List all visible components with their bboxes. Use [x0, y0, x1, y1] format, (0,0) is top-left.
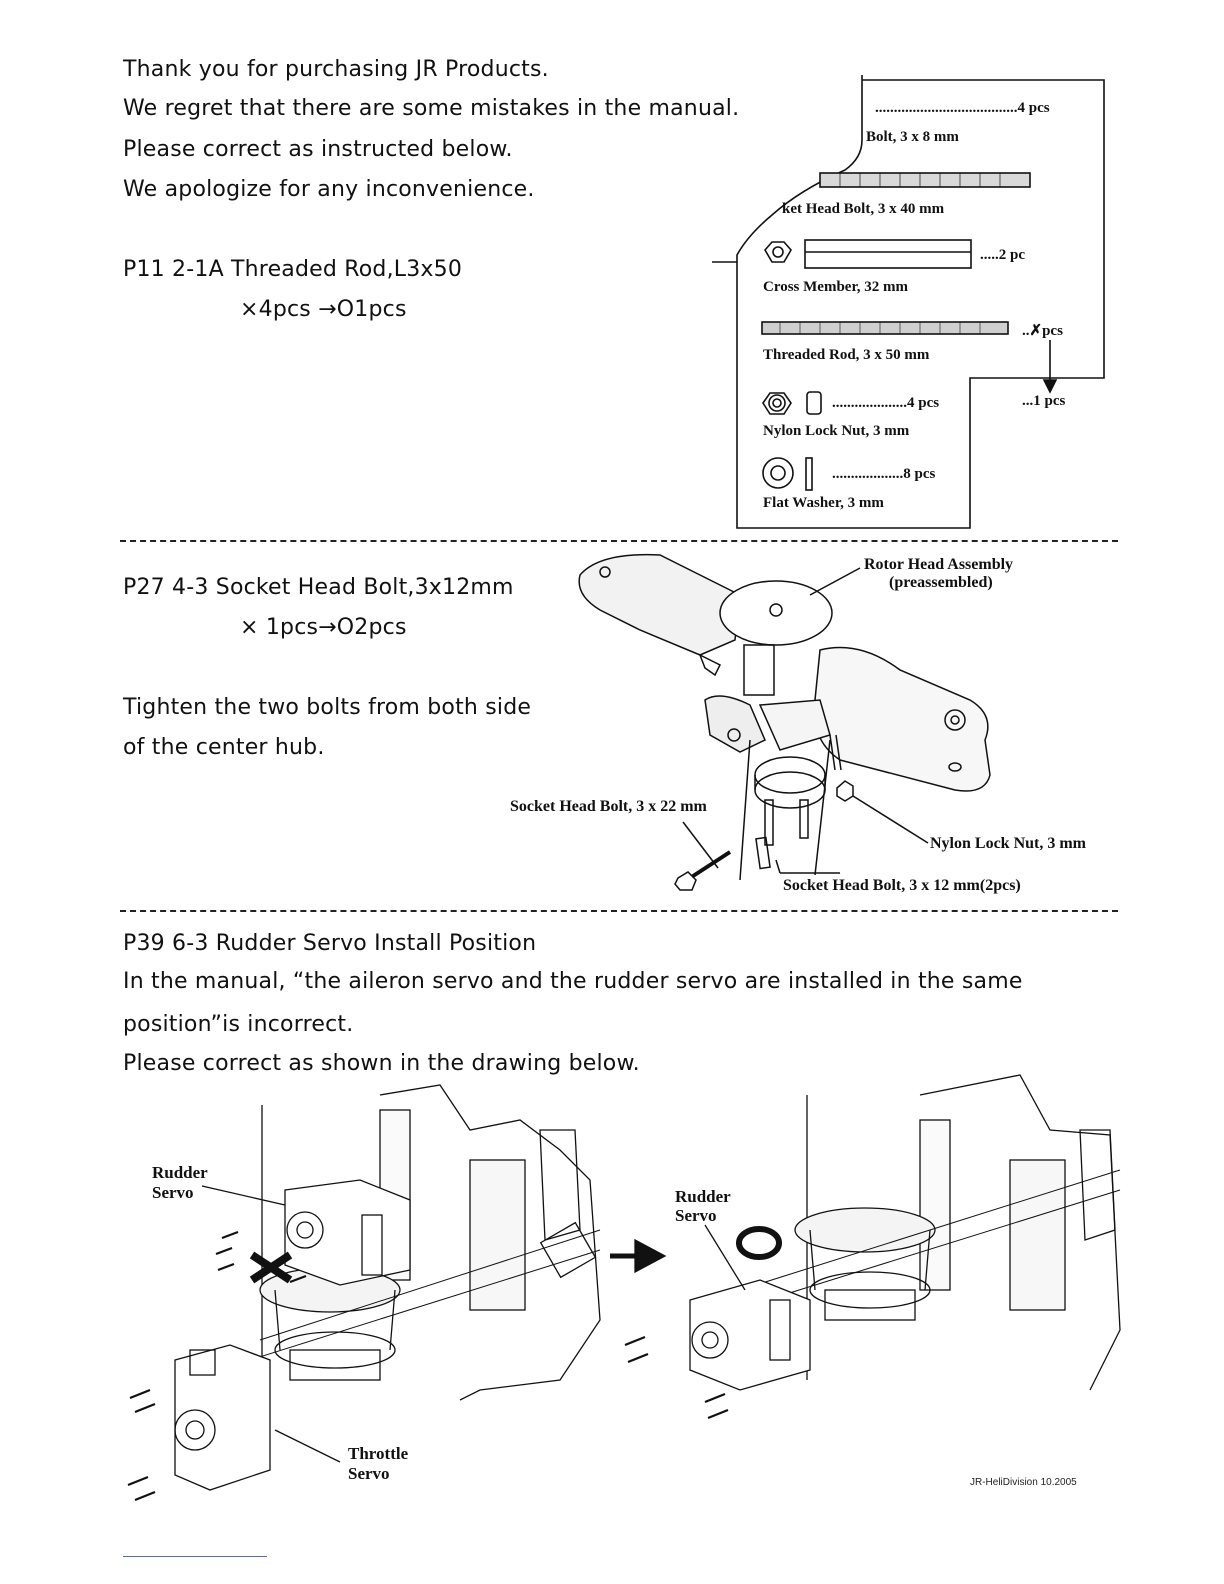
bolt-label: Bolt, 3 x 8 mm [866, 129, 959, 145]
p11-correction: ×4pcs →O1pcs [240, 297, 407, 322]
p27-note-2: of the center hub. [123, 735, 325, 760]
section-divider-1 [120, 540, 1118, 542]
intro-line-2: We regret that there are some mistakes i… [123, 96, 740, 121]
washer-label: Flat Washer, 3 mm [763, 495, 884, 511]
section-divider-2 [120, 910, 1118, 912]
throttle-servo-label-1: Throttle [348, 1444, 409, 1463]
socket-bolt-label: ket Head Bolt, 3 x 40 mm [782, 201, 945, 217]
p39-line-2: position”is incorrect. [123, 1012, 354, 1037]
p27-correction: × 1pcs→O2pcs [240, 615, 407, 640]
footer-credit: JR-HeliDivision 10.2005 [970, 1477, 1077, 1488]
p11-title: P11 2-1A Threaded Rod,L3x50 [123, 257, 463, 282]
p39-line-3: Please correct as shown in the drawing b… [123, 1051, 640, 1076]
intro-line-4: We apologize for any inconvenience. [123, 177, 535, 202]
nylon-nut-p27-label: Nylon Lock Nut, 3 mm [930, 835, 1087, 852]
rotor-head-label-1: Rotor Head Assembly [864, 556, 1014, 573]
p39-title: P39 6-3 Rudder Servo Install Position [123, 931, 537, 956]
intro-line-3: Please correct as instructed below. [123, 137, 513, 162]
p27-note-1: Tighten the two bolts from both side [123, 695, 532, 720]
nylon-nut-label: Nylon Lock Nut, 3 mm [763, 423, 910, 439]
bolt-qty: ......................................4 … [875, 100, 1050, 116]
bolt-12-label: Socket Head Bolt, 3 x 12 mm(2pcs) [783, 877, 1021, 894]
threaded-rod-new-qty: ...1 pcs [1022, 393, 1066, 409]
rudder-servo-right-label-1: Rudder [675, 1187, 731, 1206]
p27-title: P27 4-3 Socket Head Bolt,3x12mm [123, 575, 514, 600]
bolt-22-label: Socket Head Bolt, 3 x 22 mm [510, 798, 707, 815]
threaded-rod-qty: ..✗pcs [1022, 323, 1063, 339]
throttle-servo-label-2: Servo [348, 1464, 390, 1483]
nylon-nut-qty: ....................4 pcs [832, 395, 940, 411]
footer-underline [123, 1556, 267, 1557]
cross-member-qty: .....2 pc [980, 247, 1025, 263]
cross-member-label: Cross Member, 32 mm [763, 279, 908, 295]
washer-qty: ...................8 pcs [832, 466, 936, 482]
rudder-servo-right-label-2: Servo [675, 1206, 717, 1225]
p39-line-1: In the manual, “the aileron servo and th… [123, 969, 1023, 994]
rudder-servo-left-label-2: Servo [152, 1183, 194, 1202]
intro-line-1: Thank you for purchasing JR Products. [123, 57, 549, 82]
rudder-servo-left-label-1: Rudder [152, 1163, 208, 1182]
rotor-head-label-2: (preassembled) [889, 574, 993, 591]
threaded-rod-label: Threaded Rod, 3 x 50 mm [763, 347, 930, 363]
